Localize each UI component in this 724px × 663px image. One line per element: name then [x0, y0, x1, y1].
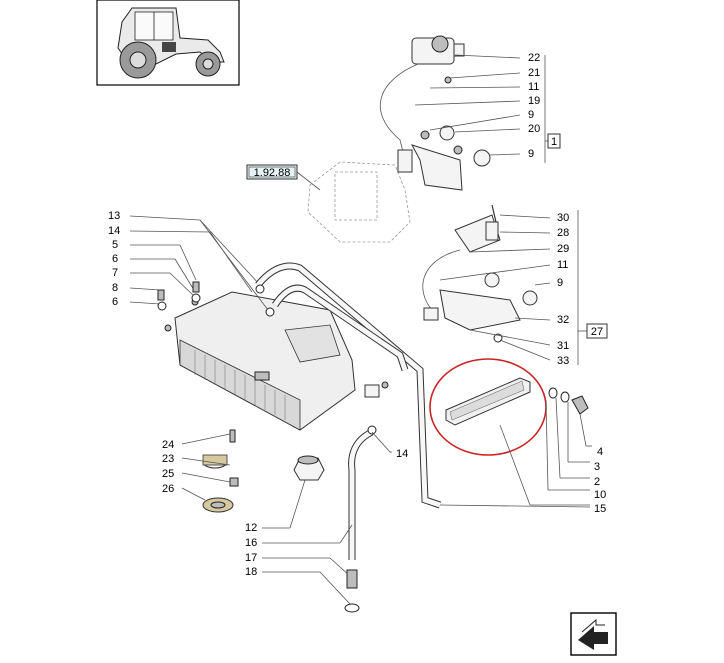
lower-left-parts [202, 429, 239, 513]
callout-15: 15 [594, 503, 606, 515]
callout-14-left: 14 [108, 225, 120, 237]
callout-30: 30 [557, 212, 569, 224]
filter-callouts: 4 3 2 10 15 [439, 397, 606, 515]
callout-28: 28 [557, 227, 569, 239]
callout-25: 25 [162, 468, 174, 480]
svg-text:1: 1 [551, 136, 557, 148]
callout-12: 12 [245, 522, 257, 534]
callout-22: 22 [528, 52, 540, 64]
vent-cap [293, 455, 325, 481]
callout-31: 31 [557, 340, 569, 352]
callout-33: 33 [557, 355, 569, 367]
callout-19: 19 [528, 95, 540, 107]
hoses [255, 262, 442, 560]
tractor-thumbnail-icon[interactable] [96, 0, 240, 86]
middle-valve-assembly [422, 204, 538, 343]
callout-4: 4 [597, 446, 603, 458]
callout-14-right: 14 [396, 448, 408, 460]
heater-housing [164, 291, 356, 431]
middle-callouts: 30 28 29 11 9 32 31 33 [439, 210, 587, 367]
hose-callouts: 14 12 16 17 18 [245, 431, 408, 605]
callout-6-b: 6 [112, 296, 118, 308]
callout-8: 8 [112, 282, 118, 294]
callout-11: 11 [528, 81, 539, 93]
navigation-arrow-icon[interactable] [570, 612, 617, 656]
drain-fitting [344, 569, 360, 613]
group-1-label: 1 [547, 133, 561, 149]
callout-10: 10 [594, 489, 606, 501]
callout-23: 23 [162, 453, 174, 465]
callout-6-a: 6 [112, 253, 118, 265]
upper-housing [307, 161, 411, 243]
callout-2: 2 [594, 476, 600, 488]
callout-16: 16 [245, 537, 257, 549]
reference-code: 1.92.88 [254, 167, 291, 179]
callout-5: 5 [112, 239, 118, 251]
callout-9-top: 9 [528, 109, 534, 121]
callout-26: 26 [162, 483, 174, 495]
callout-13: 13 [108, 210, 120, 222]
callout-7: 7 [112, 267, 118, 279]
callout-9-top-2: 9 [528, 148, 534, 160]
group-27-label: 27 [586, 323, 608, 339]
callout-29: 29 [557, 243, 569, 255]
svg-text:27: 27 [591, 326, 603, 338]
upper-valve-assembly [379, 35, 491, 191]
filter-element[interactable] [429, 358, 547, 456]
reference-code-link[interactable]: 1.92.88 [246, 164, 298, 180]
filter-side-parts [548, 387, 589, 415]
callout-3: 3 [594, 461, 600, 473]
lower-left-callouts: 24 23 25 26 [162, 433, 231, 501]
callout-17: 17 [245, 552, 257, 564]
callout-21: 21 [528, 67, 540, 79]
left-callouts: 13 14 5 6 7 8 6 [108, 210, 269, 311]
callout-20: 20 [528, 123, 540, 135]
callout-11-mid: 11 [557, 259, 568, 271]
callout-9-mid: 9 [557, 277, 563, 289]
callout-32: 32 [557, 314, 569, 326]
callout-18: 18 [245, 566, 257, 578]
callout-24: 24 [162, 439, 174, 451]
top-callouts: 22 21 11 19 9 20 9 [414, 52, 548, 163]
